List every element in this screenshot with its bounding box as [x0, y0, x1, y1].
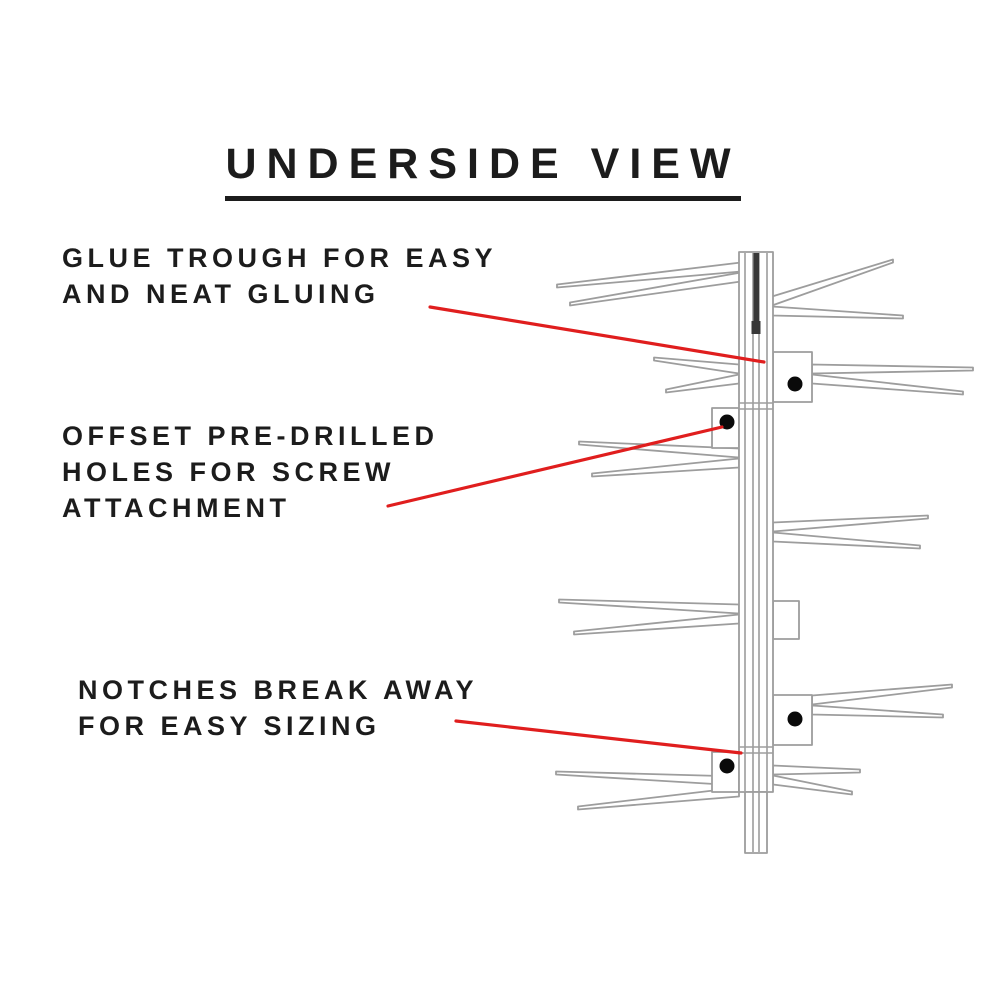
rail-bottom-stub — [744, 791, 768, 854]
spike-prong — [771, 258, 894, 307]
spike-prong — [558, 598, 740, 615]
title-wrap: UNDERSIDE VIEW — [0, 140, 966, 201]
callout-line: OFFSET PRE-DRILLED — [62, 421, 439, 451]
callout-offset-holes: OFFSET PRE-DRILLED HOLES FOR SCREW ATTAC… — [62, 418, 439, 526]
spike-prong — [772, 764, 861, 776]
spike-prong — [577, 786, 740, 811]
spike-arm-top-right — [771, 258, 904, 320]
leader-line-offset-holes — [386, 425, 724, 508]
spike-arm-bottom-right — [772, 764, 861, 796]
glue-trough-channel — [751, 253, 761, 852]
screw-hole — [787, 376, 803, 392]
spike-prong — [771, 305, 904, 320]
callout-line: FOR EASY SIZING — [78, 711, 381, 741]
spike-arm-right-2 — [811, 363, 974, 396]
callout-line: AND NEAT GLUING — [62, 279, 380, 309]
breakaway-notch-2 — [739, 746, 773, 754]
leader-line-glue-trough — [428, 305, 766, 364]
spike-prong — [591, 457, 740, 478]
spike-arm-right-3 — [772, 514, 929, 550]
trough-slot-end — [751, 321, 761, 334]
callout-line: GLUE TROUGH FOR EASY — [62, 243, 498, 273]
screw-hole — [719, 414, 735, 430]
callout-line: NOTCHES BREAK AWAY — [78, 675, 479, 705]
screw-hole — [719, 758, 735, 774]
spike-prong — [665, 373, 740, 394]
breakaway-notch-1 — [739, 402, 773, 410]
spike-prong — [772, 514, 929, 533]
page-title: UNDERSIDE VIEW — [225, 140, 741, 201]
callout-glue-trough: GLUE TROUGH FOR EASY AND NEAT GLUING — [62, 240, 497, 312]
spike-prong — [573, 613, 740, 636]
leader-line-notches — [454, 719, 743, 755]
spike-arm-right-4 — [811, 683, 953, 719]
spike-arm-left-4 — [558, 598, 740, 636]
spike-prong — [772, 774, 853, 796]
spike-arm-left-2 — [653, 356, 740, 394]
spike-prong — [811, 683, 953, 706]
spike-arm-top-left — [556, 261, 742, 307]
spike-prong — [772, 531, 921, 550]
callout-line: HOLES FOR SCREW — [62, 457, 396, 487]
spike-arm-bottom-left — [555, 770, 740, 811]
screw-hole — [787, 711, 803, 727]
spike-prong — [653, 356, 740, 375]
spike-prong — [811, 363, 974, 375]
callout-breakaway-notches: NOTCHES BREAK AWAY FOR EASY SIZING — [78, 672, 478, 744]
spike-prong — [811, 373, 964, 396]
spike-prong — [811, 704, 944, 719]
callout-line: ATTACHMENT — [62, 493, 291, 523]
trough-slot — [753, 253, 759, 323]
mounting-block-right-small — [772, 600, 800, 640]
